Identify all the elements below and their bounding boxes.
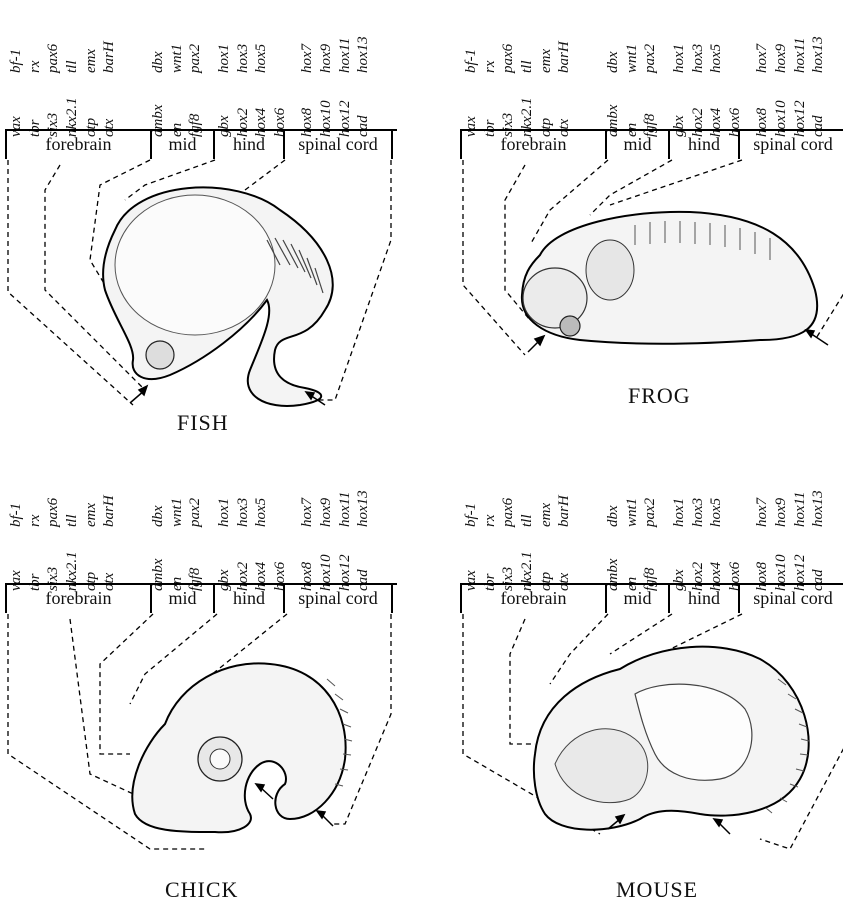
dashed-line <box>510 619 535 744</box>
head-bulge <box>586 240 634 300</box>
species-label-fish: FISH <box>177 410 229 436</box>
species-label-mouse: MOUSE <box>616 877 698 903</box>
dashed-line <box>590 160 672 215</box>
dashed-line <box>100 614 153 754</box>
species-label-chick: CHICK <box>165 877 238 903</box>
fish-embryo-diagram <box>5 0 405 440</box>
dashed-line <box>463 160 525 355</box>
dashed-line <box>245 160 285 190</box>
eye <box>146 341 174 369</box>
chick-embryo-diagram <box>5 454 405 894</box>
yolk <box>115 195 275 335</box>
dashed-line <box>550 614 608 684</box>
dashed-line <box>610 160 742 205</box>
dashed-line <box>610 614 672 654</box>
species-label-frog: FROG <box>628 383 691 409</box>
dashed-line <box>815 160 843 340</box>
frog-embryo-diagram <box>460 0 843 440</box>
cement-gland <box>560 316 580 336</box>
eye-lens <box>210 749 230 769</box>
mouse-embryo-diagram <box>460 454 843 894</box>
arrow-head <box>806 330 814 337</box>
